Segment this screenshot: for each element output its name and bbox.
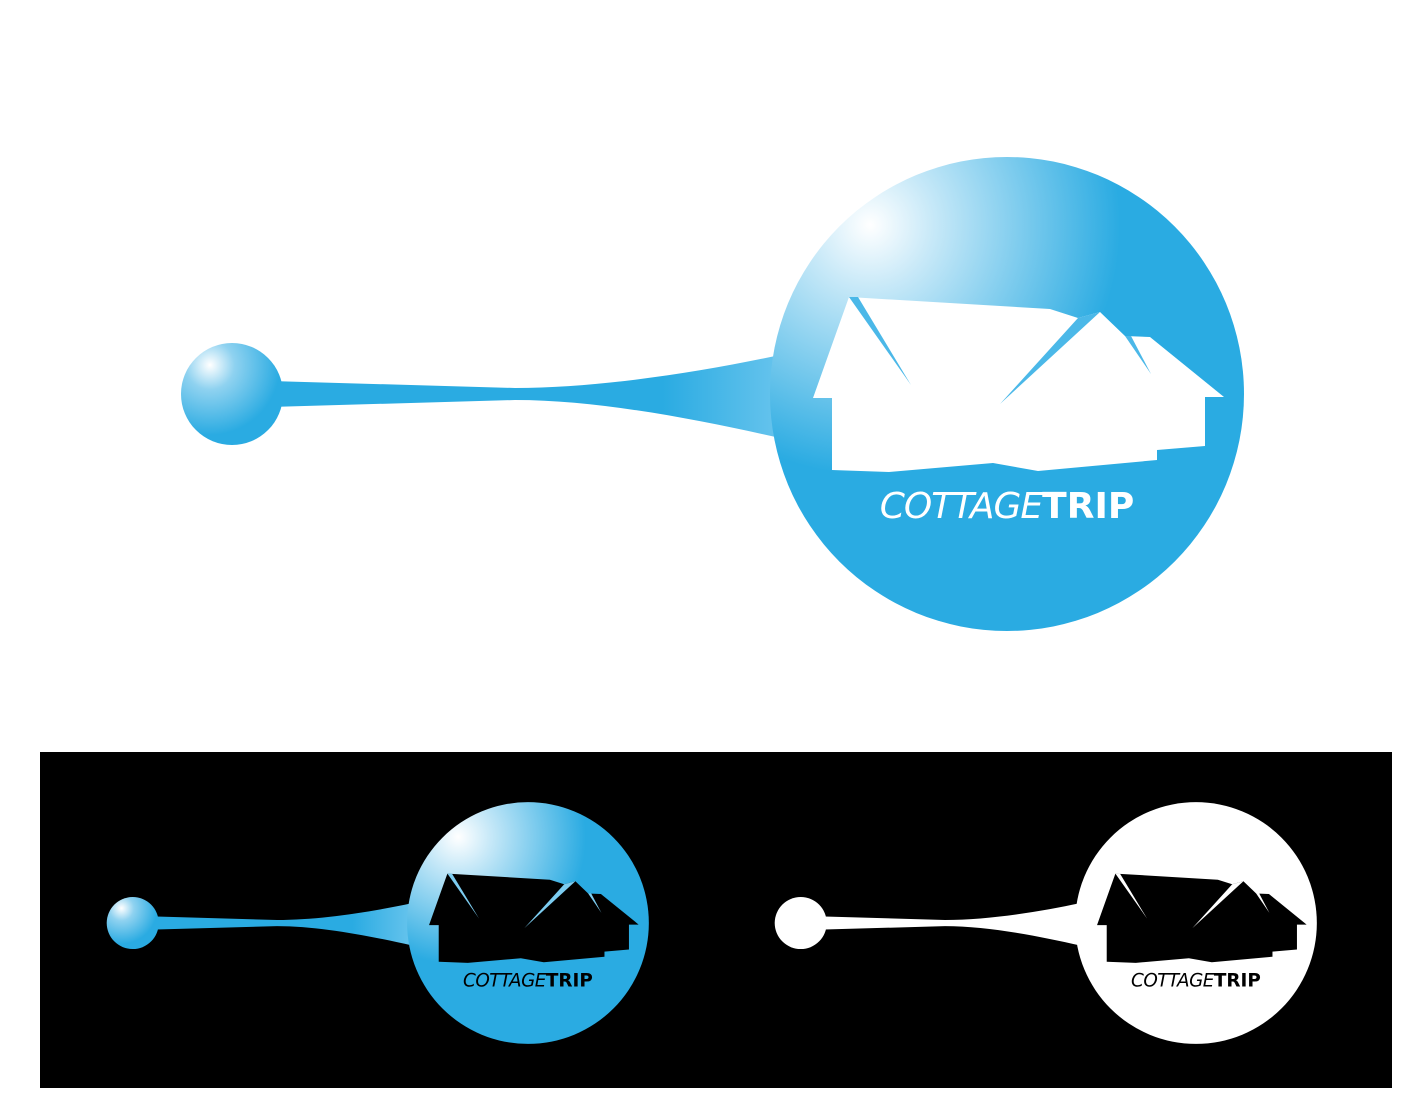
logo-wordmark: COTTAGETRIP — [1131, 970, 1261, 991]
logo-main: COTTAGETRIP — [181, 157, 1244, 631]
logo-ball — [181, 343, 283, 445]
roof-slits — [849, 297, 1151, 404]
logo-white-on-black: COTTAGETRIP — [774, 802, 1317, 1044]
logo-stem — [270, 355, 780, 438]
logo-color-on-black: COTTAGETRIP — [106, 802, 649, 1044]
logo-wordmark: COTTAGETRIP — [463, 970, 593, 991]
logo-wordmark: COTTAGETRIP — [880, 486, 1134, 527]
